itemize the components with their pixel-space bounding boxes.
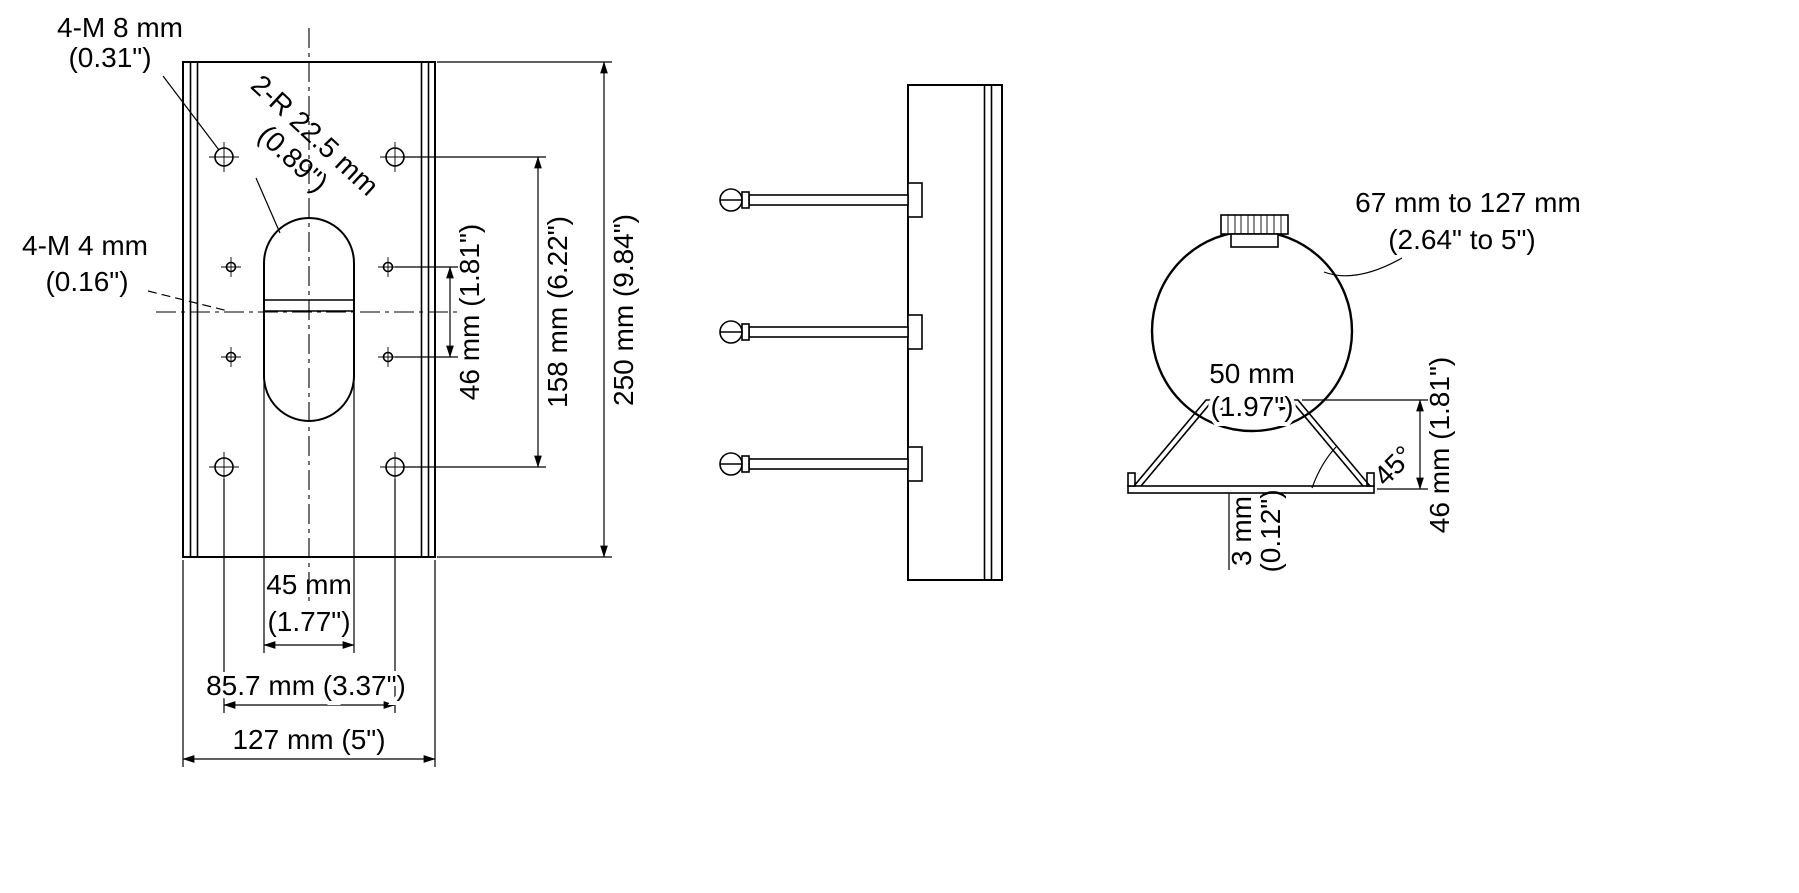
screw-washer [741,191,750,209]
plate-end-tab [1366,472,1375,487]
clamp-screw [719,182,923,218]
label-m4-holes-in: (0.16") [45,266,128,297]
m8-leader-line [162,75,220,151]
side-view [719,84,1003,581]
m4-holes [221,257,398,367]
bottom-view: 67 mm to 127 mm (2.64" to 5") 50 mm (1.9… [1127,187,1581,573]
saddle-arm-left [1133,399,1215,487]
strap-guide [907,182,923,218]
screw-washer [741,455,750,473]
dim-label-46: 46 mm (1.81") [454,224,485,400]
dim-label-158: 158 mm (6.22") [542,216,573,408]
dim-label-45: 45 mm [266,569,352,600]
clamp-housing-body [1220,214,1289,235]
screw-shaft [748,194,909,206]
strap-guide [907,446,923,482]
saddle-arm-right [1289,399,1371,487]
screw-shaft [748,458,909,470]
screw-washer [741,323,750,341]
label-m8-holes-in: (0.31") [68,42,151,73]
screw-shaft [748,326,909,338]
angle-arc [1311,446,1337,489]
dim-label-50: 50 mm [1209,358,1295,389]
base-plate-edge [1127,485,1375,494]
clamp-range-leader [1323,257,1403,277]
dim-label-127: 127 mm (5") [232,724,385,755]
clamp-housing-base [1230,233,1279,248]
label-thickness-3-in: (0.12") [1255,489,1286,572]
dim-label-46-bottom: 46 mm (1.81") [1424,357,1455,533]
clamp-screw [719,314,923,350]
label-m4-holes: 4-M 4 mm [22,230,148,261]
clamp-housing [1220,214,1289,248]
strap-guide [907,314,923,350]
dim-label-250: 250 mm (9.84") [608,214,639,406]
label-m8-holes: 4-M 8 mm [57,12,183,43]
plate-side-outline [907,84,1003,581]
label-clamp-range-in: (2.64" to 5") [1388,224,1536,255]
label-clamp-range: 67 mm to 127 mm [1355,187,1581,218]
dim-label-85-7: 85.7 mm (3.37") [206,670,406,701]
front-view: 46 mm (1.81") 158 mm (6.22") 250 mm (9.8… [22,12,639,767]
clamp-screw [719,446,923,482]
plate-end-tab [1127,472,1136,487]
label-thickness-3: 3 mm [1226,496,1257,566]
dim-label-50-in: (1.97") [1210,391,1293,422]
radius-leader-line [255,177,281,234]
dim-label-45-in: (1.77") [267,606,350,637]
m8-holes [209,142,410,482]
clamp-housing-knurling [1227,215,1282,234]
